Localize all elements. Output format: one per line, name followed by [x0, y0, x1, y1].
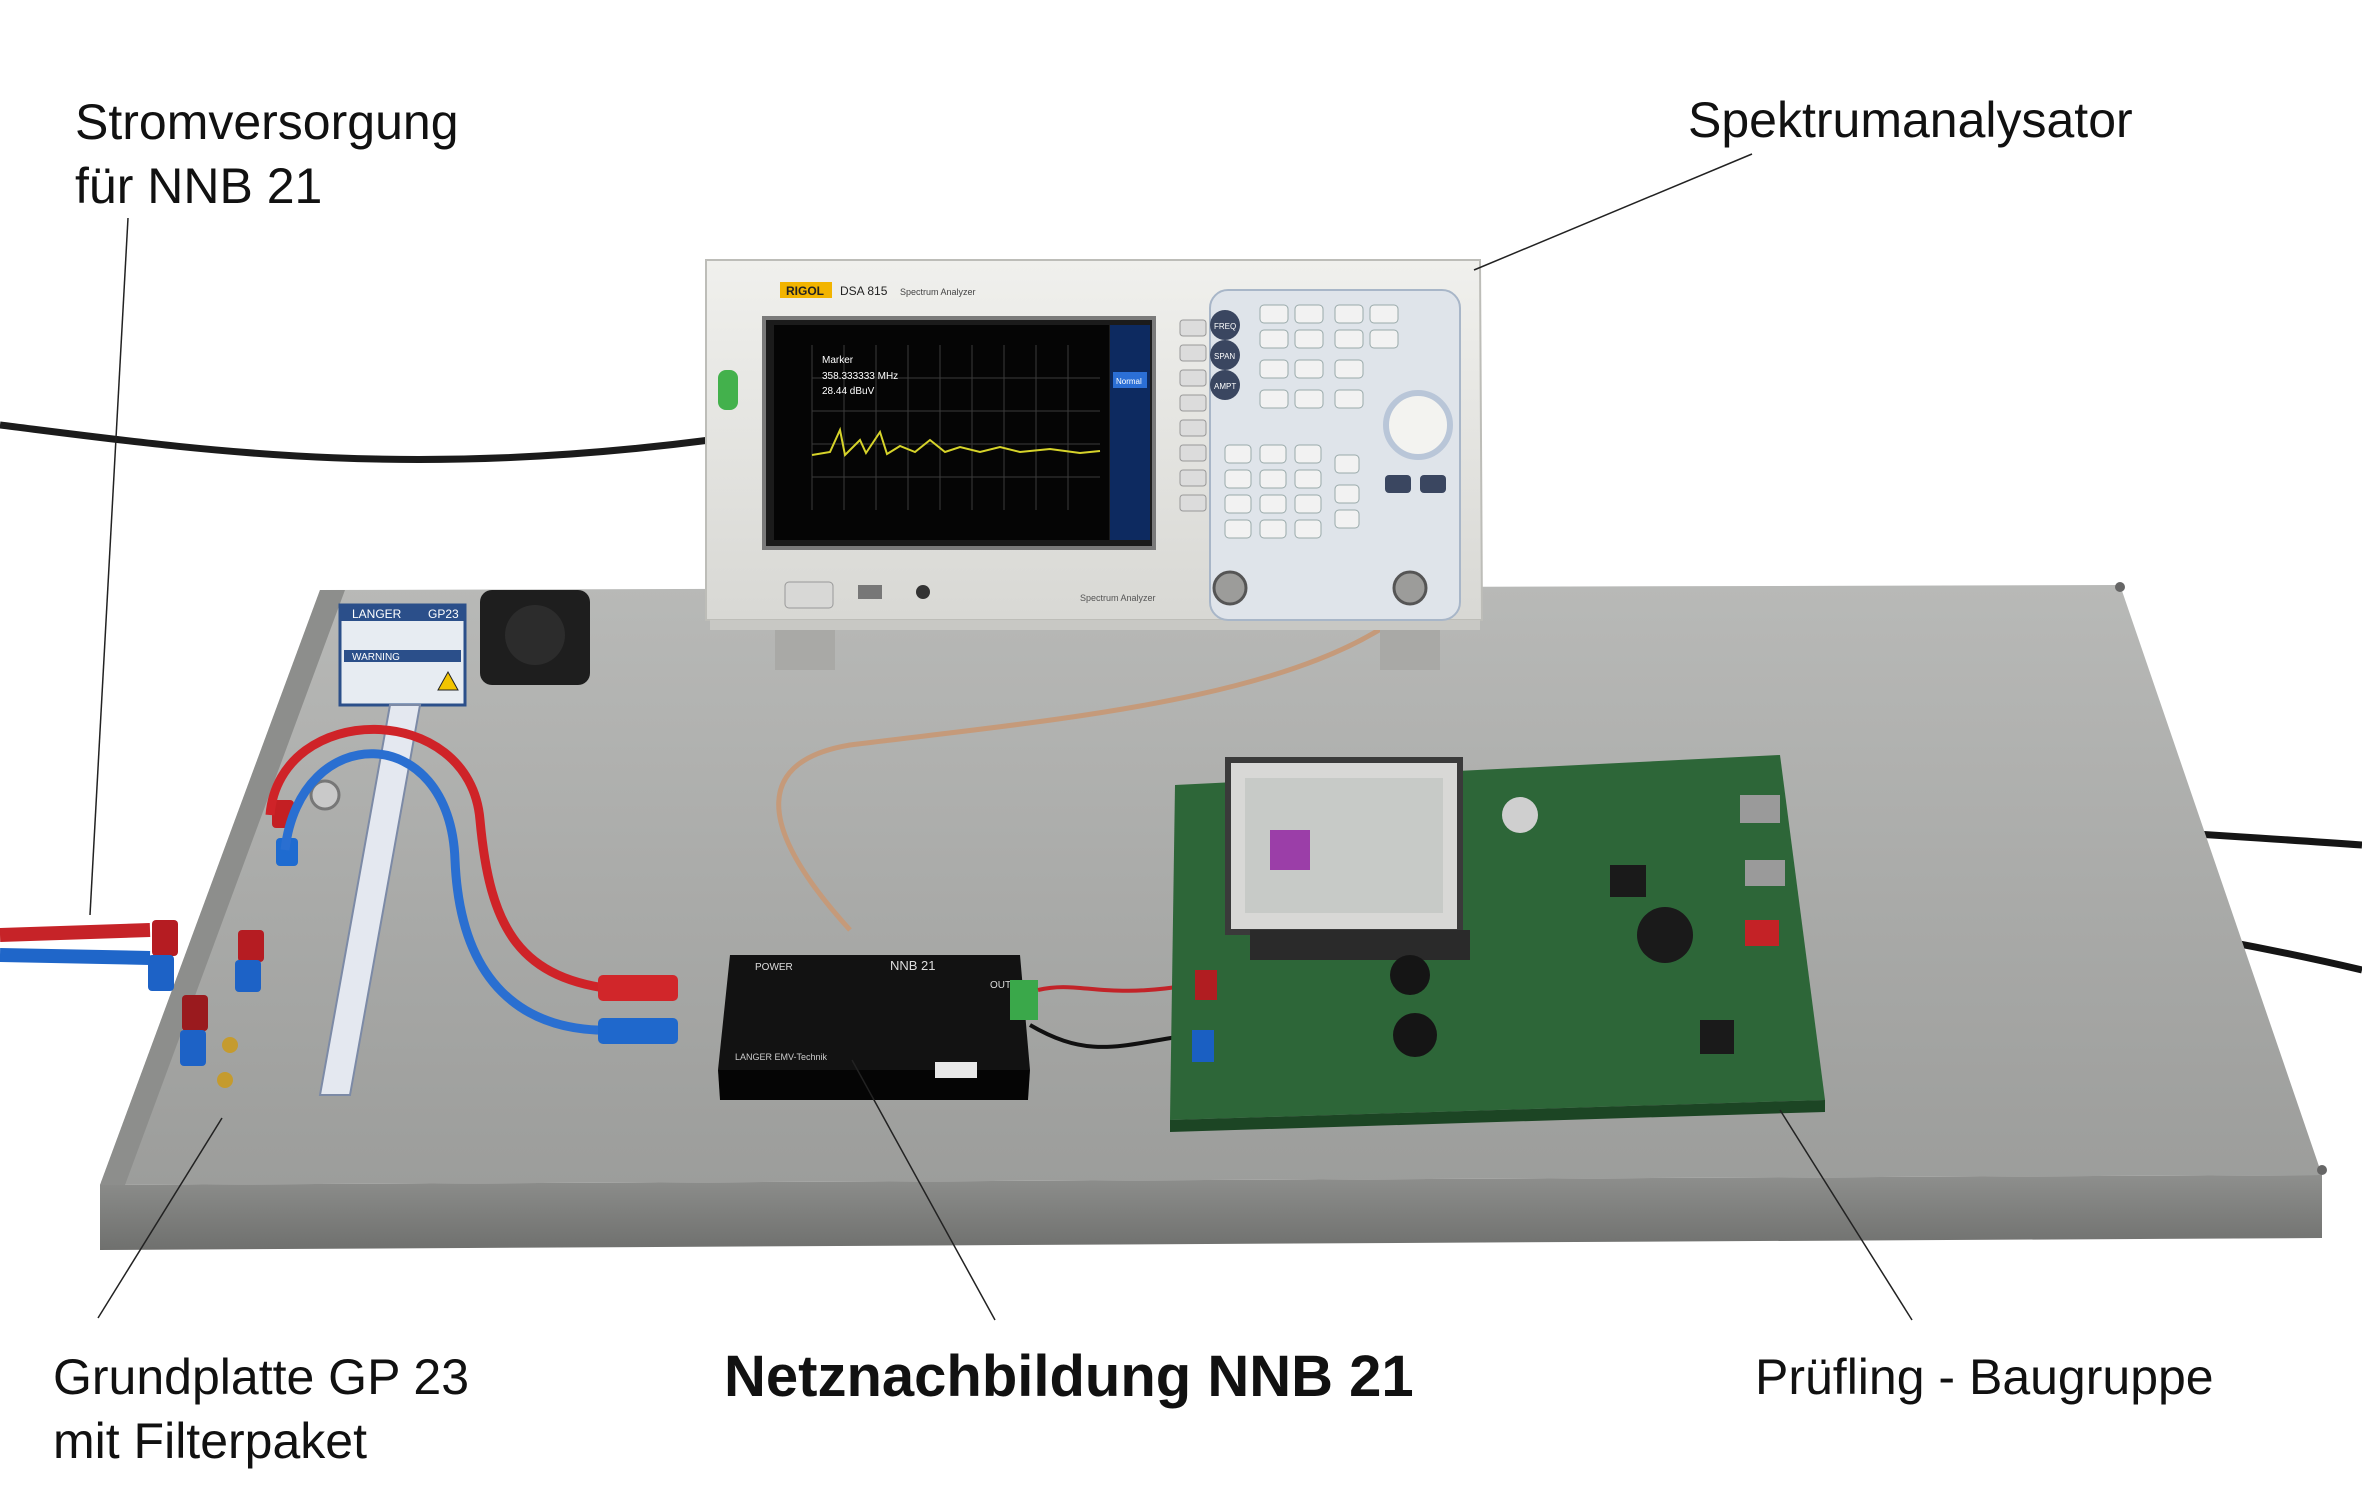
label-pruefling: Prüfling - Baugruppe — [1755, 1349, 2214, 1405]
pcb-board — [1170, 755, 1825, 1132]
rotary-knob — [1383, 390, 1453, 460]
svg-text:Normal: Normal — [1116, 377, 1142, 386]
svg-text:OUT: OUT — [990, 980, 1011, 991]
svg-text:GP23: GP23 — [428, 607, 459, 621]
svg-text:LANGER EMV-Technik: LANGER EMV-Technik — [735, 1052, 828, 1062]
spectrum-trace — [811, 426, 1101, 458]
cable-red-left — [0, 923, 151, 942]
svg-text:SPAN: SPAN — [1214, 352, 1235, 361]
label-stromversorgung: Stromversorgung für NNB 21 — [75, 94, 459, 214]
svg-text:WARNING: WARNING — [352, 652, 400, 663]
label-spektrumanalysator: Spektrumanalysator — [1688, 92, 2133, 148]
svg-text:POWER: POWER — [755, 962, 793, 973]
svg-text:FREQ: FREQ — [1214, 322, 1236, 331]
svg-text:NNB 21: NNB 21 — [890, 958, 936, 973]
leader-lines — [89, 153, 1913, 1321]
svg-text:Spectrum Analyzer: Spectrum Analyzer — [1080, 593, 1156, 603]
svg-text:28.44 dBuV: 28.44 dBuV — [822, 386, 875, 397]
svg-text:Spectrum Analyzer: Spectrum Analyzer — [900, 287, 976, 297]
cable-left-black — [0, 421, 711, 463]
plate-sticker: LANGER GP23 WARNING — [338, 603, 467, 707]
coax-cable — [776, 606, 1412, 932]
label-netznachbildung: Netznachbildung NNB 21 — [724, 1344, 1414, 1409]
cable-red-loop — [265, 724, 621, 995]
cable-blue-loop — [280, 749, 621, 1035]
spectrum-analyzer: RIGOL DSA 815 Spectrum Analyzer Marker 3… — [705, 259, 1484, 670]
lisn-box: NNB 21 POWER OUT LANGER EMV-Technik — [718, 955, 1038, 1100]
label-grundplatte: Grundplatte GP 23 mit Filterpaket — [53, 1349, 470, 1469]
plate-connectors — [148, 779, 341, 1088]
svg-text:RIGOL: RIGOL — [786, 284, 824, 298]
port-strip — [318, 704, 422, 1096]
svg-text:LANGER: LANGER — [352, 607, 402, 621]
cable-blue-left — [0, 948, 151, 965]
svg-text:AMPT: AMPT — [1214, 382, 1236, 391]
svg-text:Marker: Marker — [822, 355, 854, 366]
svg-text:358.333333 MHz: 358.333333 MHz — [822, 371, 898, 382]
svg-text:DSA 815: DSA 815 — [840, 284, 888, 298]
